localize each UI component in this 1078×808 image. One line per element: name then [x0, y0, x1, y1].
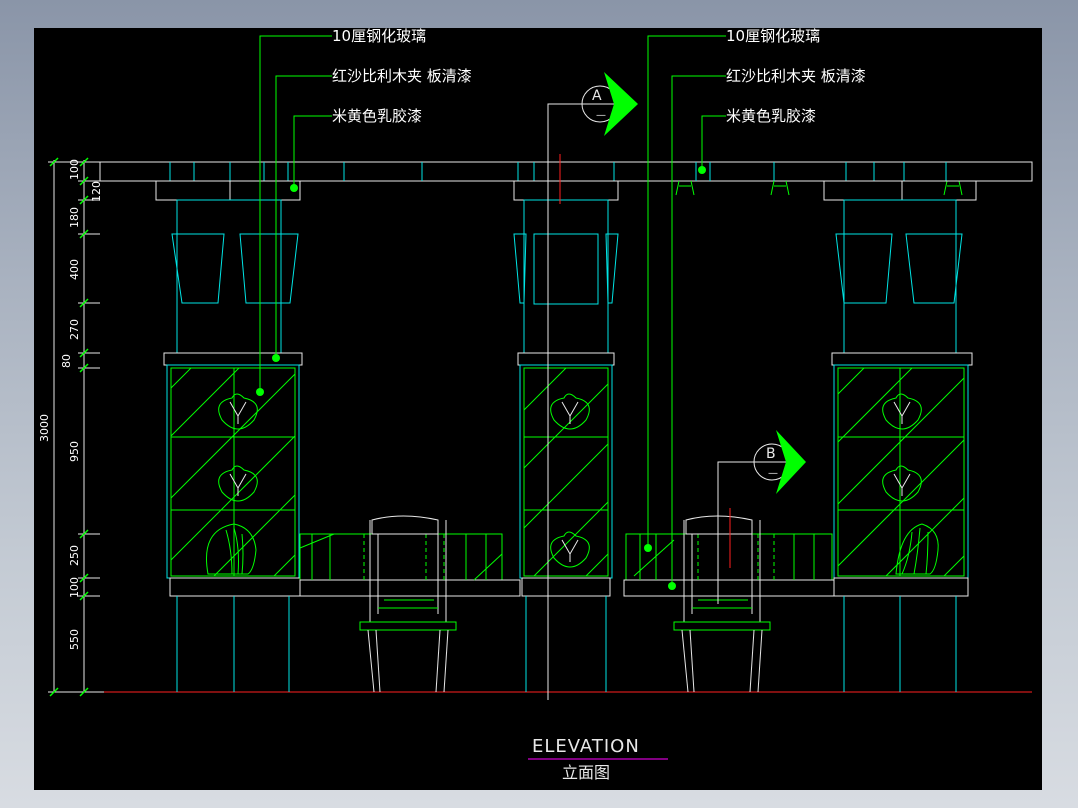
dim-segment: 100 — [68, 159, 81, 180]
dim-segment: 400 — [68, 259, 81, 280]
centerlines — [559, 154, 731, 568]
label-veneer-left: 红沙比利木夹 板清漆 — [332, 67, 472, 85]
chair-right — [673, 515, 771, 693]
column-middle — [513, 180, 619, 692]
display-glass-left — [170, 367, 296, 577]
annotations: 10厘钢化玻璃 红沙比利木夹 板清漆 米黄色乳胶漆 10厘钢化玻璃 红沙比利木夹… — [332, 27, 866, 125]
title-block: ELEVATION 立面图 — [528, 736, 668, 782]
section-marker-b-letter: B — [766, 446, 776, 462]
chair-left — [359, 515, 457, 693]
dim-segment: 550 — [68, 629, 81, 650]
section-marker-b-sub: — — [768, 468, 778, 479]
ceiling-slab — [99, 161, 1033, 182]
section-marker-a-sub: — — [596, 110, 606, 121]
section-marker-b-arrow — [776, 430, 806, 494]
section-marker-a[interactable]: A — — [581, 72, 638, 136]
column-right — [823, 180, 977, 692]
dim-segment: 950 — [68, 441, 81, 462]
dimension-ticks — [49, 157, 89, 697]
necklace-busts — [206, 393, 939, 575]
dim-segment: 250 — [68, 545, 81, 566]
dim-segment: 120 — [90, 181, 103, 202]
elevation-drawing: A — B — 10厘钢化玻璃 红沙比利木夹 板清漆 米黄色乳胶漆 10厘钢化玻… — [38, 27, 1033, 782]
leader-lines — [259, 35, 726, 586]
section-marker-b[interactable]: B — — [753, 430, 806, 494]
section-cut-lines — [547, 103, 754, 700]
section-marker-a-letter: A — [592, 88, 602, 104]
dimension-lines — [48, 160, 104, 693]
dim-segment: 80 — [60, 354, 73, 368]
label-paint-left: 米黄色乳胶漆 — [332, 107, 422, 125]
display-glass-right — [837, 367, 965, 577]
label-paint-right: 米黄色乳胶漆 — [726, 107, 816, 125]
dim-segment: 270 — [68, 319, 81, 340]
dim-segment: 100 — [68, 577, 81, 598]
counter-right — [623, 533, 835, 597]
label-veneer-right: 红沙比利木夹 板清漆 — [726, 67, 866, 85]
dim-segment: 180 — [68, 207, 81, 228]
drawing-subtitle: 立面图 — [562, 763, 610, 782]
column-left — [155, 180, 303, 692]
dim-total: 3000 — [38, 414, 51, 442]
drawing-title: ELEVATION — [532, 736, 640, 757]
display-glass-middle — [523, 367, 609, 577]
counter-left — [299, 533, 521, 597]
label-glass-right: 10厘钢化玻璃 — [726, 28, 820, 45]
dimension-texts: 3000 100 120 180 400 270 80 950 250 100 … — [38, 159, 103, 650]
label-glass-left: 10厘钢化玻璃 — [332, 28, 426, 45]
cad-drawing-area: A — B — 10厘钢化玻璃 红沙比利木夹 板清漆 米黄色乳胶漆 10厘钢化玻… — [34, 27, 1042, 790]
section-marker-a-arrow — [604, 72, 638, 136]
downlights — [675, 180, 963, 196]
leader-dots — [256, 166, 706, 590]
